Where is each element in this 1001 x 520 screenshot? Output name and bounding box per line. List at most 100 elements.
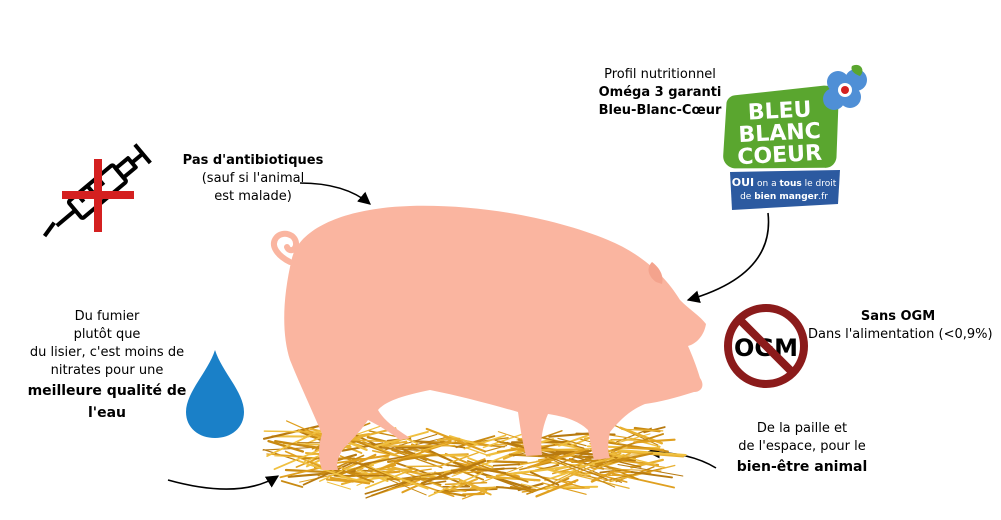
- straw-strand: [594, 452, 654, 465]
- straw-strand: [455, 435, 496, 449]
- straw-strand: [461, 492, 486, 496]
- water-line-5: meilleure qualité de: [27, 383, 187, 399]
- straw-strand: [495, 485, 527, 491]
- water-line-3: du lisier, c'est moins de: [29, 345, 185, 360]
- straw-strand: [342, 469, 375, 483]
- straw-strand: [329, 454, 390, 465]
- straw-strand: [428, 472, 484, 497]
- nutrition-line-2: Oméga 3 garanti: [598, 85, 722, 100]
- straw-strand: [266, 426, 328, 458]
- straw-strand: [356, 462, 394, 479]
- nutrition-line-1: Profil nutritionnel: [604, 67, 716, 82]
- straw-strand: [559, 452, 622, 482]
- straw-strand: [553, 460, 616, 488]
- straw-line-3: bien-être animal: [736, 459, 868, 475]
- arrow-nutrition: [686, 212, 770, 303]
- straw-strand: [621, 428, 664, 432]
- logo-tagline-2: de bien manger.fr: [740, 192, 828, 202]
- straw-strand: [526, 448, 586, 469]
- straw-strand: [569, 473, 630, 489]
- straw-strand: [348, 438, 409, 444]
- straw-strand: [274, 439, 319, 450]
- ogm-subtitle: Dans l'alimentation (<0,9%): [808, 327, 993, 342]
- straw-strand: [317, 454, 365, 477]
- straw-strand: [365, 476, 421, 499]
- straw-strand: [545, 485, 599, 489]
- straw-strand: [448, 477, 479, 492]
- straw-strand: [401, 481, 425, 494]
- arrow-antibiotics: [299, 182, 371, 205]
- straw-strand: [447, 464, 507, 474]
- pig-illustration: [270, 205, 706, 471]
- straw-strand: [509, 486, 537, 491]
- water-line-4: nitrates pour une: [50, 363, 164, 378]
- straw-strand: [363, 454, 411, 465]
- straw-strand: [590, 470, 616, 483]
- water-drop-icon: [186, 350, 244, 438]
- no-ogm-icon: OGM: [724, 304, 808, 388]
- straw-strand: [611, 472, 675, 489]
- straw-strand: [371, 449, 405, 459]
- straw-strand: [568, 458, 605, 470]
- straw-strand: [442, 488, 467, 492]
- straw-strand: [329, 476, 371, 485]
- forbidden-cross-icon: [62, 159, 134, 232]
- ogm-title: Sans OGM: [860, 309, 936, 324]
- arrow-water: [167, 475, 280, 490]
- straw-strand: [475, 470, 531, 490]
- straw-strand: [541, 482, 587, 495]
- straw-strand: [485, 475, 541, 482]
- straw-label: De la paille et de l'espace, pour le bie…: [712, 420, 892, 478]
- straw-strand: [326, 481, 352, 490]
- straw-strand: [607, 474, 633, 476]
- straw-strand: [266, 453, 306, 458]
- straw-strand: [486, 460, 528, 464]
- straw-strand: [483, 445, 508, 453]
- straw-strand: [591, 467, 662, 472]
- straw-strand: [456, 468, 485, 481]
- straw-strand: [391, 449, 443, 469]
- straw-strand: [366, 466, 429, 490]
- straw-line-2: de l'espace, pour le: [738, 439, 866, 454]
- logo-word-coeur: COEUR: [737, 141, 823, 170]
- antibiotics-label: Pas d'antibiotiques (sauf si l'animal es…: [158, 152, 348, 206]
- straw-strand: [448, 435, 478, 446]
- water-line-6: l'eau: [88, 405, 126, 421]
- straw-strand: [494, 439, 519, 448]
- straw-line-1: De la paille et: [756, 421, 848, 436]
- straw-strand: [615, 433, 651, 444]
- straw-strand: [529, 471, 560, 486]
- antibiotics-note-1: (sauf si l'animal: [201, 171, 305, 186]
- straw-strand: [279, 465, 325, 479]
- straw-strand: [557, 437, 587, 447]
- straw-strand: [549, 456, 608, 480]
- straw-strand: [384, 433, 438, 451]
- straw-strand: [585, 452, 632, 475]
- straw-strand: [395, 446, 435, 449]
- straw-strand: [436, 437, 461, 442]
- straw-strand: [551, 469, 612, 481]
- straw-strand: [458, 478, 488, 493]
- antibiotics-title: Pas d'antibiotiques: [182, 153, 324, 168]
- straw-strand: [439, 451, 479, 467]
- nutrition-label: Profil nutritionnel Oméga 3 garanti Bleu…: [585, 66, 735, 120]
- straw-strand: [471, 486, 492, 496]
- straw-strand: [402, 472, 445, 479]
- bleu-blanc-coeur-logo: BLEU BLANC COEUR OUI on a tous le droit …: [723, 64, 867, 210]
- straw-strand: [391, 441, 457, 463]
- straw-strand: [520, 483, 551, 491]
- straw-strand: [375, 447, 423, 452]
- logo-tagline-1: OUI on a tous le droit: [732, 176, 837, 189]
- straw-strand: [559, 480, 585, 489]
- straw-strand: [451, 466, 476, 477]
- straw-strand: [297, 459, 362, 484]
- straw-strand: [461, 486, 496, 500]
- straw-strand: [389, 479, 427, 496]
- straw-strand: [280, 480, 304, 488]
- straw-strand: [262, 446, 313, 451]
- straw-strand: [436, 489, 467, 497]
- ogm-label: Sans OGM Dans l'alimentation (<0,9%): [808, 308, 993, 344]
- straw-strand: [603, 468, 662, 482]
- logo-word-bleu: BLEU: [747, 97, 812, 125]
